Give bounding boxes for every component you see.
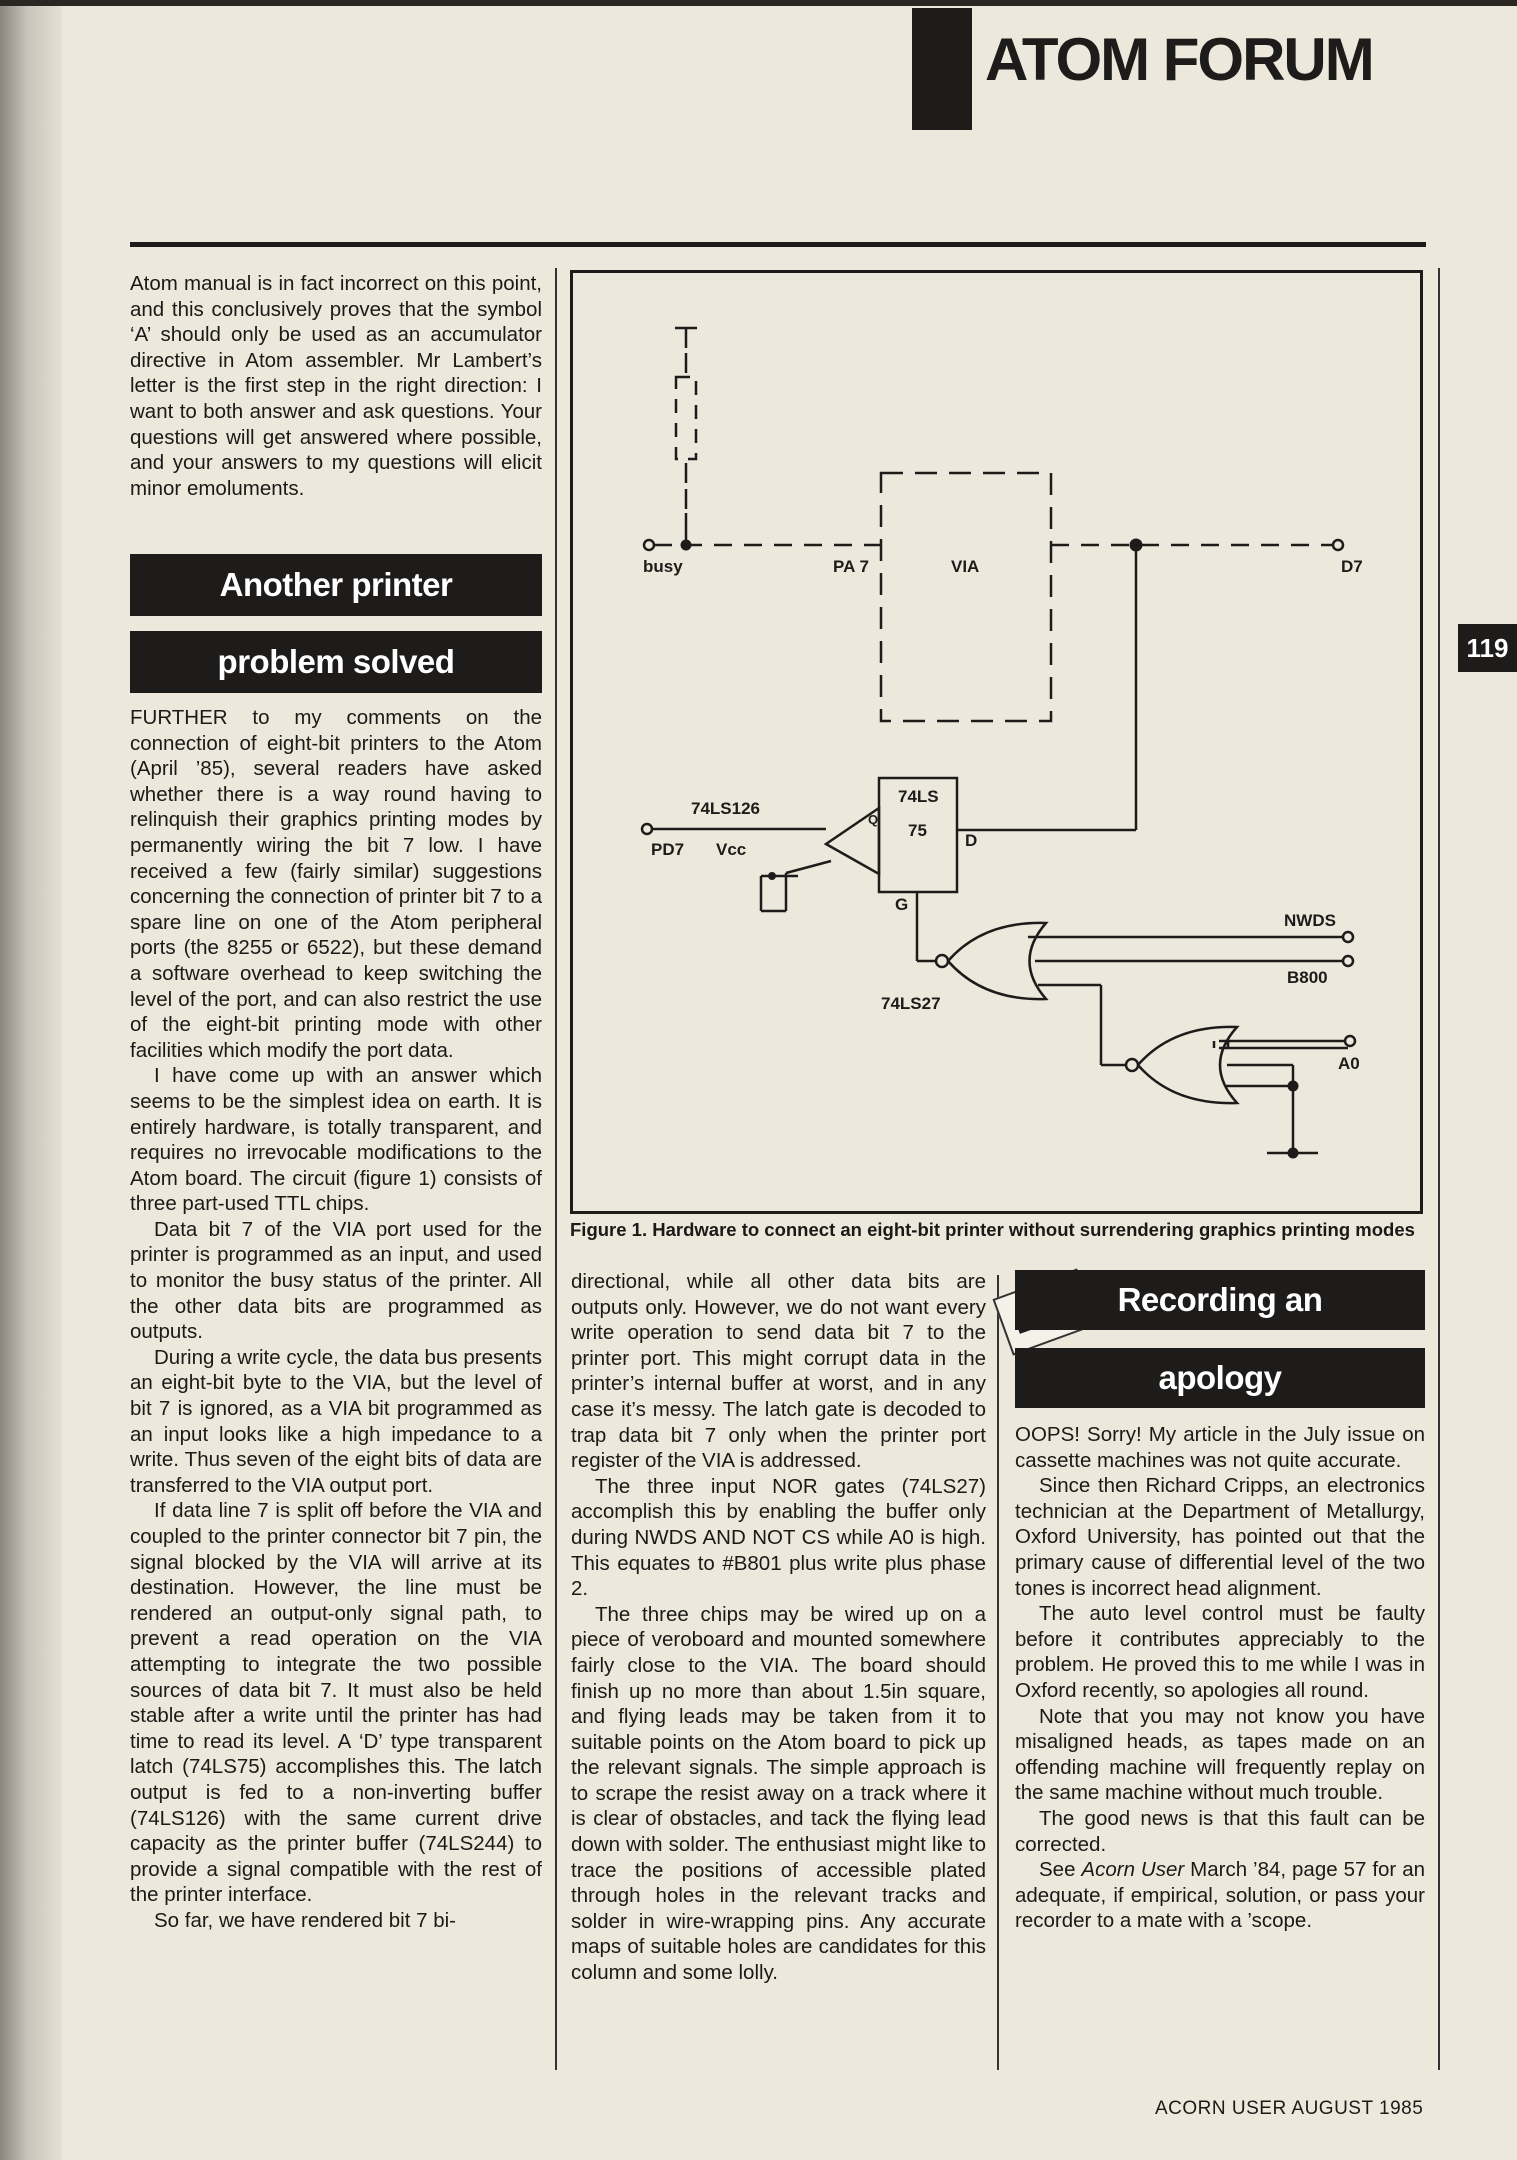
column-1-intro: Atom manual is in fact incorrect on this… [130,271,542,501]
paragraph: During a write cycle, the data bus prese… [130,1345,542,1497]
page-top-edge [0,0,1517,6]
paragraph: The good news is that this fault can be … [1015,1806,1425,1856]
label-pd7: PD7 [651,840,684,859]
paragraph: See Acorn User March ’84, page 57 for an… [1015,1857,1425,1934]
paragraph: The three chips may be wired up on a pie… [571,1602,986,1985]
heading-apology: apology [1015,1348,1425,1408]
column-divider-right [1438,268,1440,2070]
label-a0: A0 [1338,1054,1360,1073]
paragraph: Note that you may not know you have misa… [1015,1704,1425,1805]
paragraph: Data bit 7 of the VIA port used for the … [130,1217,542,1344]
text-run: March ’84, page 57 for an adequate, if e… [1015,1858,1425,1933]
column-1-article: FURTHER to my comments on the connection… [130,705,542,1934]
heading-recording-an: Recording an [1015,1270,1425,1330]
column-2-article: directional, while all other data bits a… [571,1269,986,1986]
label-vcc: Vcc [716,840,746,859]
figure-1-frame: busy PA 7 VIA D7 74LS126 PD7 Vcc Q 74LS … [570,270,1423,1214]
label-via: VIA [951,557,979,576]
column-3-article: OOPS! Sorry! My article in the July issu… [1015,1422,1425,1934]
label-74ls126: 74LS126 [691,799,760,818]
paragraph: FURTHER to my comments on the connection… [130,706,542,1062]
footer-issue: ACORN USER AUGUST 1985 [1155,2098,1424,2119]
label-d: D [965,831,977,850]
label-nwds: NWDS [1284,911,1336,930]
label-d7: D7 [1341,557,1363,576]
publication-name: Acorn User [1081,1858,1185,1882]
paragraph: I have come up with an answer which seem… [130,1064,542,1216]
figure-caption: Figure 1. Hardware to connect an eight-b… [570,1219,1415,1240]
paragraph: If data line 7 is split off before the V… [130,1499,542,1907]
circuit-diagram: busy PA 7 VIA D7 74LS126 PD7 Vcc Q 74LS … [640,326,1363,1159]
text-run: See [1039,1858,1082,1882]
paragraph: The three input NOR gates (74LS27) accom… [571,1474,986,1601]
masthead-bar [912,8,972,130]
label-pa7: PA 7 [833,557,869,576]
label-74ls75-line2: 75 [908,821,927,840]
paragraph: The auto level control must be faulty be… [1015,1602,1425,1702]
label-74ls75-line1: 74LS [898,787,939,806]
column-divider-middle [997,1275,999,2070]
header-rule [130,242,1426,247]
page-number-tab: 119 [1458,624,1517,672]
label-b800: B800 [1287,968,1328,987]
intro-paragraph: Atom manual is in fact incorrect on this… [130,272,542,500]
column-divider-left [555,268,557,2070]
heading-problem-solved: problem solved [130,631,542,693]
label-g: G [895,895,908,914]
heading-another-printer: Another printer [130,554,542,616]
section-title: ATOM FORUM [985,26,1375,93]
paragraph: directional, while all other data bits a… [571,1270,986,1473]
label-busy: busy [643,557,683,576]
paragraph: So far, we have rendered bit 7 bi- [154,1908,456,1932]
label-74ls27: 74LS27 [881,994,941,1013]
paragraph: OOPS! Sorry! My article in the July issu… [1015,1423,1425,1472]
paragraph: Since then Richard Cripps, an electronic… [1015,1474,1425,1600]
label-q: Q [868,812,878,827]
page-gutter-shadow [0,0,62,2160]
